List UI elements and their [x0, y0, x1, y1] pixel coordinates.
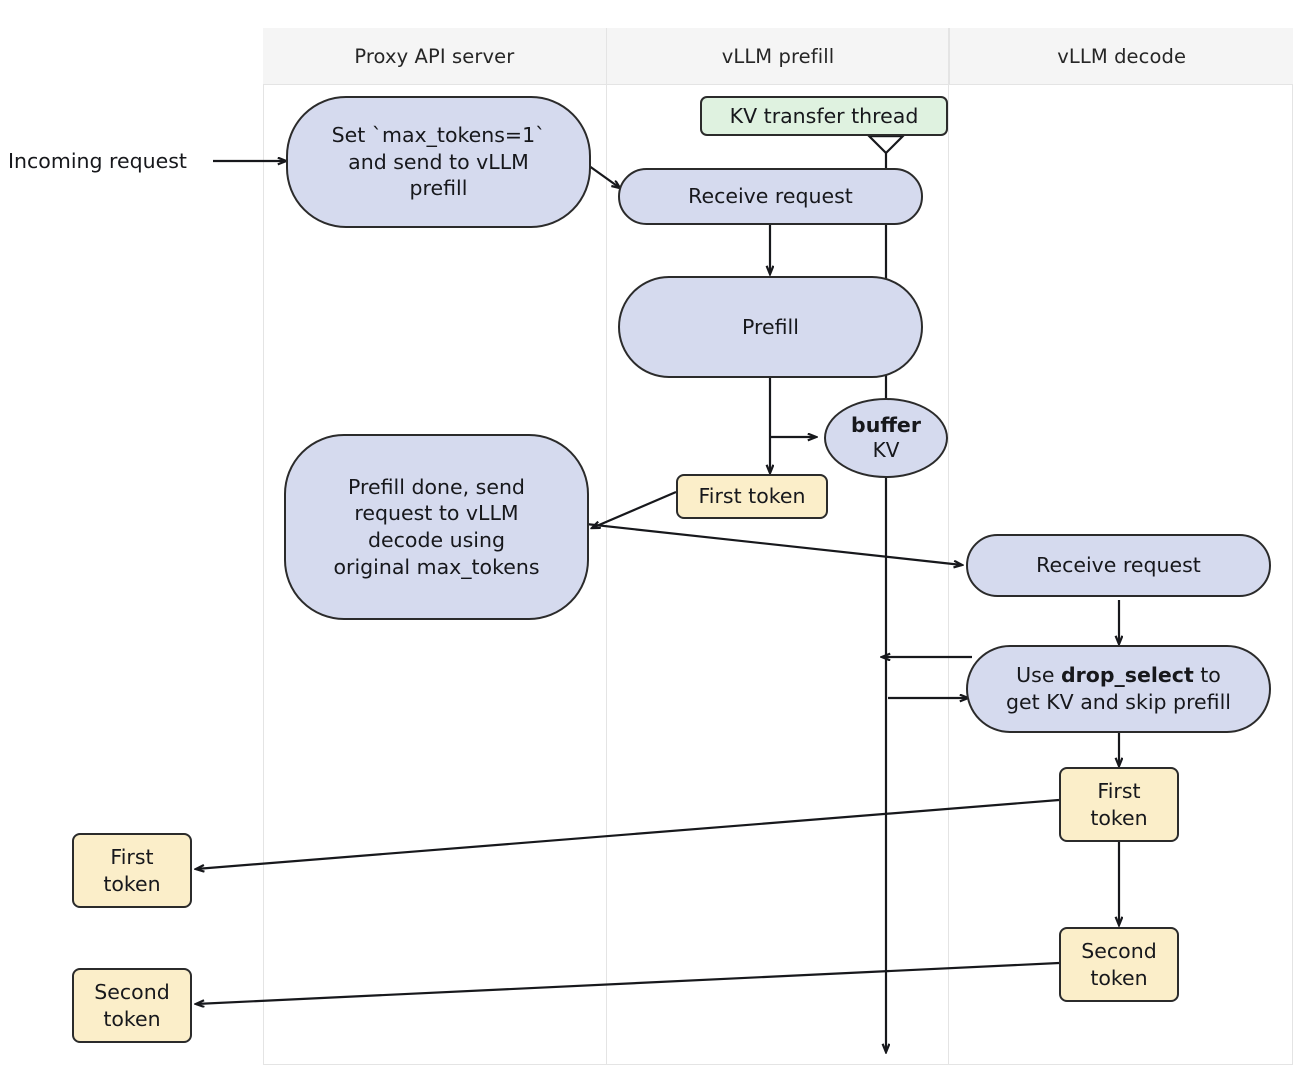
node-drop-select-label: Use drop_select to get KV and skip prefi… [1006, 663, 1231, 714]
node-kv-transfer-thread[interactable]: KV transfer thread [700, 96, 948, 136]
node-set-max-tokens-label: Set `max_tokens=1` and send to vLLM pref… [331, 123, 546, 201]
node-buffer-kv[interactable]: buffer KV [824, 398, 948, 478]
node-buffer-kv-title: buffer [851, 413, 921, 438]
lane-divider-prefill-decode [948, 28, 949, 1065]
node-output-second-token-label: Second token [94, 979, 170, 1031]
lane-header-prefill: vLLM prefill [606, 28, 951, 85]
node-drop-select[interactable]: Use drop_select to get KV and skip prefi… [966, 645, 1271, 733]
node-prefill-receive-request[interactable]: Receive request [618, 168, 923, 225]
lane-header-proxy: Proxy API server [263, 28, 607, 85]
node-prefill-done[interactable]: Prefill done, send request to vLLM decod… [284, 434, 589, 620]
lane-header-decode: vLLM decode [950, 28, 1294, 85]
incoming-request-label: Incoming request [8, 149, 187, 173]
node-decode-receive-request[interactable]: Receive request [966, 534, 1271, 597]
node-prefill-first-token-label: First token [698, 484, 806, 509]
node-set-max-tokens[interactable]: Set `max_tokens=1` and send to vLLM pref… [286, 96, 591, 228]
node-output-second-token[interactable]: Second token [72, 968, 192, 1043]
node-prefill[interactable]: Prefill [618, 276, 923, 378]
lane-header-proxy-label: Proxy API server [354, 44, 515, 68]
node-decode-first-token-label: First token [1090, 778, 1148, 830]
lane-header-prefill-label: vLLM prefill [721, 44, 835, 68]
node-decode-second-token[interactable]: Second token [1059, 927, 1179, 1002]
node-buffer-kv-subtitle: KV [872, 438, 900, 463]
node-output-first-token[interactable]: First token [72, 833, 192, 908]
node-kv-transfer-thread-label: KV transfer thread [729, 103, 919, 128]
node-prefill-first-token[interactable]: First token [676, 474, 828, 519]
node-decode-receive-request-label: Receive request [1036, 553, 1201, 578]
swimlane-header-row: Proxy API server vLLM prefill vLLM decod… [263, 28, 1294, 85]
lane-header-decode-label: vLLM decode [1057, 44, 1187, 68]
node-prefill-receive-request-label: Receive request [688, 184, 853, 209]
node-decode-second-token-label: Second token [1081, 938, 1157, 990]
lane-divider-proxy-prefill [606, 28, 607, 1065]
node-prefill-label: Prefill [742, 314, 799, 339]
node-decode-first-token[interactable]: First token [1059, 767, 1179, 842]
node-prefill-done-label: Prefill done, send request to vLLM decod… [333, 474, 540, 579]
node-output-first-token-label: First token [103, 844, 161, 896]
